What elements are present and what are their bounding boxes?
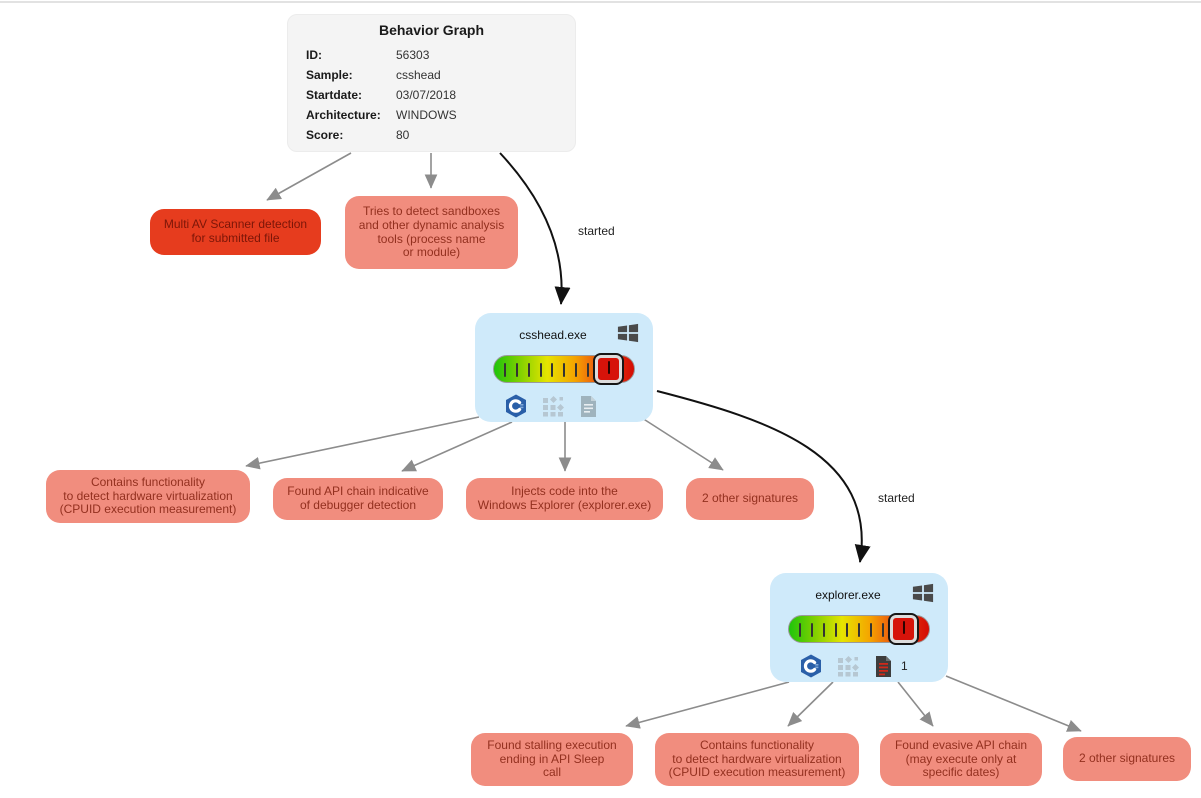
signature-text: Multi AV Scanner detection for submitted… bbox=[163, 217, 308, 245]
signature-text: Contains functionality to detect hardwar… bbox=[59, 474, 237, 517]
signature-text: Found stalling execution ending in API S… bbox=[487, 737, 617, 780]
field-value-score: 80 bbox=[396, 128, 410, 142]
signature-text: Contains functionality to detect hardwar… bbox=[668, 737, 846, 780]
field-label-architecture: Architecture: bbox=[306, 108, 381, 122]
edge-csshead-to-sig4 bbox=[641, 417, 724, 471]
signature-multi-av-scanner[interactable]: Multi AV Scanner detection for submitted… bbox=[150, 209, 321, 255]
edge-explorer-to-sig2 bbox=[787, 681, 834, 727]
score-gauge bbox=[788, 615, 930, 643]
field-value-id: 56303 bbox=[396, 48, 430, 62]
signature-text: Found evasive API chain (may execute onl… bbox=[894, 737, 1028, 780]
c-language-icon bbox=[800, 654, 822, 678]
edge-csshead-to-sig2 bbox=[401, 421, 513, 472]
malicious-document-icon bbox=[874, 655, 893, 678]
edge-explorer-to-sig1 bbox=[625, 681, 790, 729]
edge-csshead-to-sig1 bbox=[245, 416, 480, 470]
signature-hw-virtualization-2[interactable]: Contains functionality to detect hardwar… bbox=[655, 733, 859, 786]
score-gauge bbox=[493, 355, 635, 383]
signature-other-signatures-2[interactable]: 2 other signatures bbox=[1063, 737, 1191, 781]
signature-detect-sandboxes[interactable]: Tries to detect sandboxes and other dyna… bbox=[345, 196, 518, 269]
field-value-sample: csshead bbox=[396, 68, 441, 82]
field-label-startdate: Startdate: bbox=[306, 88, 363, 102]
field-value-architecture: WINDOWS bbox=[396, 108, 457, 122]
document-icon bbox=[579, 395, 598, 418]
process-name: csshead.exe bbox=[519, 328, 587, 342]
signature-evasive-api-chain[interactable]: Found evasive API chain (may execute onl… bbox=[880, 733, 1042, 786]
signature-injects-code[interactable]: Injects code into the Windows Explorer (… bbox=[466, 478, 663, 520]
edge-header-to-sig1 bbox=[266, 152, 352, 201]
page-title: Behavior Graph bbox=[378, 22, 485, 38]
behavior-graph-header-card: Behavior Graph ID: 56303 Sample: csshead S… bbox=[287, 14, 576, 152]
field-label-id: ID: bbox=[306, 48, 322, 62]
edge-label-started-2: started bbox=[878, 491, 915, 505]
modules-grid-icon bbox=[836, 655, 860, 677]
edge-csshead-to-explorer bbox=[656, 390, 871, 563]
signature-stalling-execution[interactable]: Found stalling execution ending in API S… bbox=[471, 733, 633, 786]
signature-other-signatures-1[interactable]: 2 other signatures bbox=[686, 478, 814, 520]
windows-logo-icon bbox=[912, 582, 934, 609]
process-node-explorer[interactable]: explorer.exe bbox=[770, 573, 948, 682]
signature-debugger-detection[interactable]: Found API chain indicative of debugger d… bbox=[273, 478, 443, 520]
edge-explorer-to-sig3 bbox=[897, 681, 934, 727]
signature-text: 2 other signatures bbox=[1078, 751, 1176, 766]
field-label-sample: Sample: bbox=[306, 68, 353, 82]
top-divider bbox=[0, 1, 1201, 3]
signature-hw-virtualization-1[interactable]: Contains functionality to detect hardwar… bbox=[46, 470, 250, 523]
score-slider bbox=[595, 355, 622, 383]
signature-text: Found API chain indicative of debugger d… bbox=[287, 484, 429, 512]
edge-label-started-1: started bbox=[578, 224, 615, 238]
edge-explorer-to-sig4 bbox=[945, 675, 1082, 732]
score-slider bbox=[890, 615, 917, 643]
signature-text: 2 other signatures bbox=[701, 491, 799, 506]
signature-text: Tries to detect sandboxes and other dyna… bbox=[358, 203, 505, 260]
field-label-score: Score: bbox=[306, 128, 344, 142]
field-value-startdate: 03/07/2018 bbox=[396, 88, 457, 102]
process-node-csshead[interactable]: csshead.exe bbox=[475, 313, 653, 422]
signature-text: Injects code into the Windows Explorer (… bbox=[477, 484, 652, 512]
malicious-file-count: 1 bbox=[901, 659, 908, 673]
windows-logo-icon bbox=[617, 322, 639, 349]
process-name: explorer.exe bbox=[815, 588, 881, 602]
c-language-icon bbox=[505, 394, 527, 418]
modules-grid-icon bbox=[541, 395, 565, 417]
